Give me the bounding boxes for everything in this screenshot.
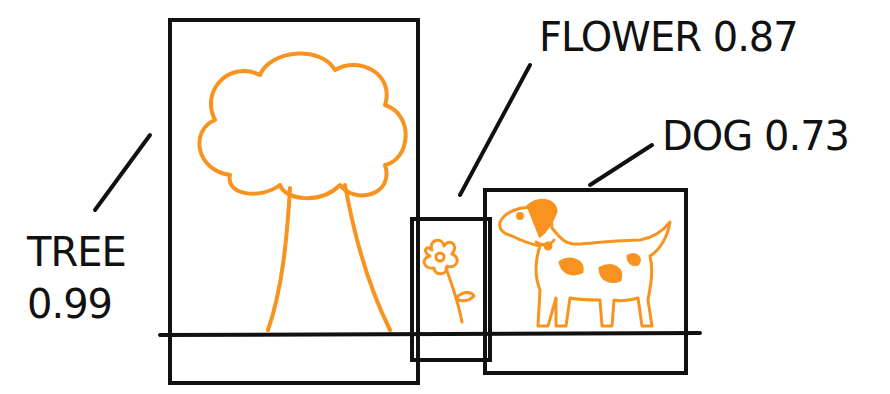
class-score-label: DOG 0.73 xyxy=(662,110,890,162)
leader-line xyxy=(590,145,652,185)
detection-box: TREE 0.99 xyxy=(168,18,420,385)
class-score-label: FLOWER 0.87 xyxy=(539,11,879,63)
leader-line xyxy=(95,135,150,210)
flower-drawing xyxy=(424,240,474,322)
tree-drawing xyxy=(199,54,405,330)
dog-drawing xyxy=(500,200,670,326)
class-score-label: TREE 0.99 xyxy=(27,226,152,330)
ground-line xyxy=(160,333,700,335)
detection-box: DOG 0.73 xyxy=(483,188,688,375)
leader-line xyxy=(460,65,530,195)
detection-box: FLOWER 0.87 xyxy=(410,217,492,362)
